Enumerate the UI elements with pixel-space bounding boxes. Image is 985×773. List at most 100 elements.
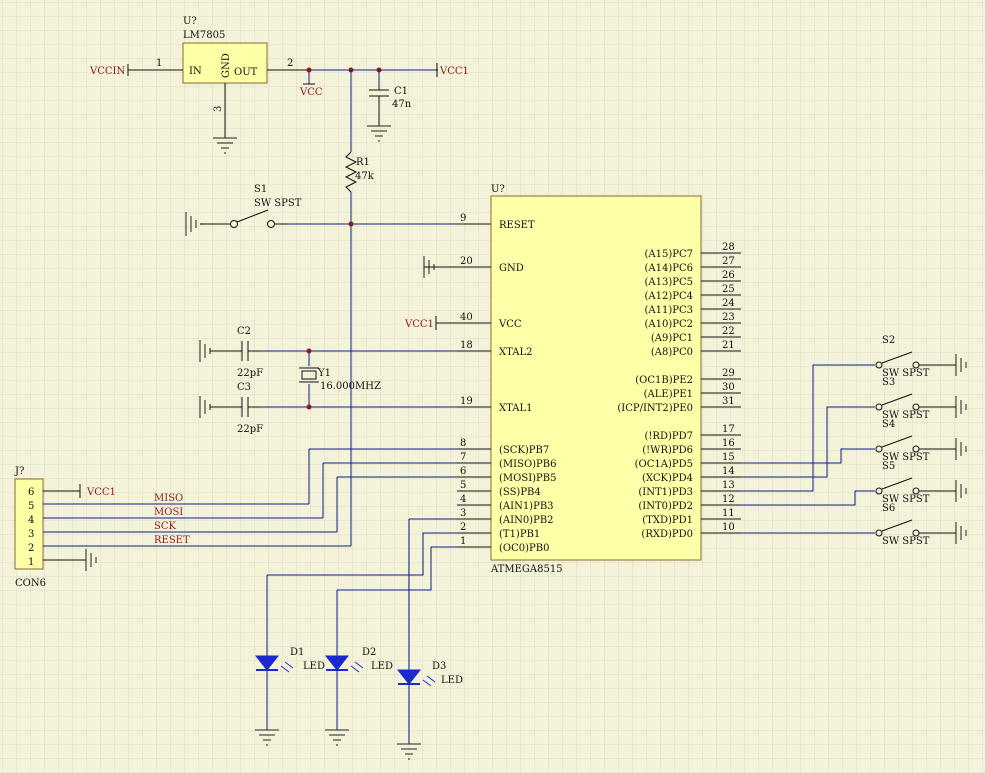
mcu-pin-name: (A10)PC2 [645, 319, 694, 330]
mcu-pin-number: 16 [722, 438, 735, 449]
connector-part: CON6 [15, 578, 46, 589]
switch-value: SW SPST [882, 452, 930, 463]
regulator-pin2-num: 2 [287, 58, 293, 69]
crystal-y1[interactable]: Y1 16.000MHZ [299, 351, 381, 407]
y1-body [301, 370, 317, 380]
mcu-pin-name: (A12)PC4 [645, 291, 694, 302]
mcu-pin-number: 5 [460, 480, 466, 491]
switch-value: SW SPST [882, 536, 930, 547]
mcu-pin-number: 1 [460, 536, 466, 547]
mcu-right-pins: 28(A15)PC727(A14)PC626(A13)PC525(A12)PC4… [617, 242, 741, 540]
connector-pin-number: 4 [28, 515, 34, 526]
mcu-pin-name: GND [499, 263, 524, 274]
s1-ref: S1 [254, 184, 267, 195]
mcu-pin-number: 8 [460, 438, 466, 449]
pb7-sck-wire [308, 448, 457, 504]
connector-pin-number: 2 [28, 543, 34, 554]
mcu-pin-name: (INT0)PD2 [638, 501, 693, 512]
regulator-pin-in: IN [189, 66, 202, 77]
led-triangle [324, 655, 350, 671]
c1-ref: C1 [394, 86, 408, 97]
mcu-pin-name: (MISO)PB6 [499, 459, 556, 470]
s1-contact [230, 220, 238, 228]
r1-value: 47k [355, 171, 375, 182]
c3-body [210, 397, 262, 417]
regulator-pin1-num: 1 [156, 58, 162, 69]
switch-s4[interactable]: S4 SW SPST [741, 419, 967, 464]
vcc-label: VCC [299, 87, 323, 98]
capacitor-c3[interactable]: C3 22pF [199, 382, 263, 435]
mcu-pin-name: (AIN1)PB3 [499, 501, 554, 512]
mcu-pin-name: (AIN0)PB2 [499, 515, 554, 526]
mcu-pin-number: 21 [722, 340, 735, 351]
ground-icon [955, 480, 967, 502]
mcu-pin-name: (RXD)PD0 [641, 529, 693, 540]
mcu-pin-number: 12 [722, 494, 735, 505]
mcu-pin-number: 22 [722, 326, 735, 337]
switch-contact [875, 487, 883, 495]
led-ref: D3 [432, 661, 446, 672]
junction-dot [306, 67, 312, 73]
mcu-pin-number: 24 [722, 298, 735, 309]
c1-plates [369, 89, 389, 126]
ground-icon [955, 438, 967, 460]
signal-mosi-label: MOSI [154, 507, 183, 518]
switch-lever [881, 477, 913, 490]
switch-wire [741, 448, 875, 464]
mcu-pin-name: (SCK)PB7 [499, 445, 549, 456]
regulator-u-lm7805[interactable]: U? LM7805 IN OUT GND 1 2 3 [156, 16, 293, 112]
mcu-pin-number: 29 [722, 368, 735, 379]
regulator-body [182, 42, 268, 84]
mcu-pin-number: 6 [460, 466, 466, 477]
mcu-pin-name: (A8)PC0 [651, 347, 693, 358]
mcu-atmega8515[interactable]: U? ATMEGA8515 9RESET20GND40VCC18XTAL219X… [457, 184, 741, 575]
vcc1-mcu-label: VCC1 [404, 319, 434, 330]
connector-ref: J? [14, 466, 24, 477]
mcu-pin-name: RESET [499, 220, 535, 231]
led-light-arrow-icon [350, 661, 364, 673]
led-ref: D1 [290, 647, 304, 658]
switch-s1[interactable]: S1 SW SPST [185, 184, 302, 236]
led-ref: D2 [362, 647, 376, 658]
capacitor-c2[interactable]: C2 22pF [199, 326, 263, 379]
switch-ref: S4 [882, 419, 895, 430]
mcu-pin-number: 11 [722, 508, 735, 519]
switch-wire [741, 364, 875, 492]
y1-plates [299, 367, 319, 383]
mcu-pin-number: 10 [722, 522, 735, 533]
led-value: LED [441, 675, 463, 686]
pb5-mosi-wire [336, 476, 457, 532]
led-triangle [396, 669, 422, 685]
resistor-r1[interactable]: R1 47k [344, 70, 375, 546]
ground-icon [325, 729, 349, 746]
pb6-miso-wire [322, 462, 457, 518]
mcu-pin-name: (OC0)PB0 [499, 543, 549, 554]
conn-vcc1-label: VCC1 [86, 487, 116, 498]
mcu-pin-name: (TXD)PD1 [642, 515, 693, 526]
mcu-pin-number: 28 [722, 242, 735, 253]
led-value: LED [371, 661, 393, 672]
mcu-pin-number: 40 [460, 312, 473, 323]
mcu-pin-name: (SS)PB4 [499, 487, 541, 498]
capacitor-c1[interactable]: C1 47n [367, 70, 412, 142]
mcu-pin-number: 23 [722, 312, 735, 323]
mcu-ref: U? [491, 184, 505, 195]
mcu-pin-name: (XCK)PD4 [642, 473, 693, 484]
ground-icon [397, 743, 421, 760]
r1-zigzag [344, 151, 358, 193]
junction-dot [306, 404, 312, 410]
ground-icon [213, 137, 237, 154]
ground-icon [955, 522, 967, 544]
mcu-pin-name: XTAL1 [499, 403, 532, 414]
switch-lever [881, 393, 913, 406]
